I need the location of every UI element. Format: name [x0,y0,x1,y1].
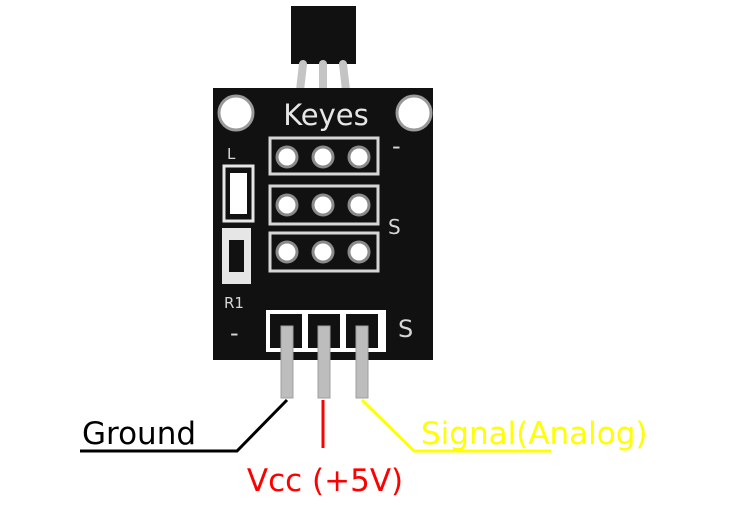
pad-1-3 [347,145,371,169]
signal-leader-line [360,398,551,453]
led-window [230,173,247,214]
ground-leader-line [80,398,289,453]
pad-2-3 [347,193,371,217]
pcb-board: Keyes L R1 - S - S [213,88,433,360]
resistor-body [229,240,244,272]
output-pins [280,325,369,399]
pad-row-3 [268,231,380,273]
pad-row-1 [268,136,380,176]
pad-1-1 [275,145,299,169]
sensor-body [291,6,356,64]
pin-signal [355,325,369,399]
pin-ground [280,325,294,399]
label-s-middle: S [388,215,401,239]
label-r1: R1 [224,294,244,312]
signal-label: Signal(Analog) [421,416,648,452]
label-minus-bottom: - [230,319,239,347]
label-s-bottom: S [398,315,413,343]
pad-3-2 [311,240,335,264]
vcc-label: Vcc (+5V) [247,463,403,499]
brand-label: Keyes [283,98,369,132]
mounting-hole-left [217,94,255,132]
pin-vcc [317,325,331,399]
pad-3-1 [275,240,299,264]
label-minus-top: - [392,132,401,160]
pad-1-2 [311,145,335,169]
ground-label: Ground [82,416,196,452]
pad-3-3 [347,240,371,264]
pad-2-1 [275,193,299,217]
pad-2-2 [311,193,335,217]
pad-row-2 [268,184,380,226]
mounting-hole-right [395,94,433,132]
label-l: L [227,145,236,163]
